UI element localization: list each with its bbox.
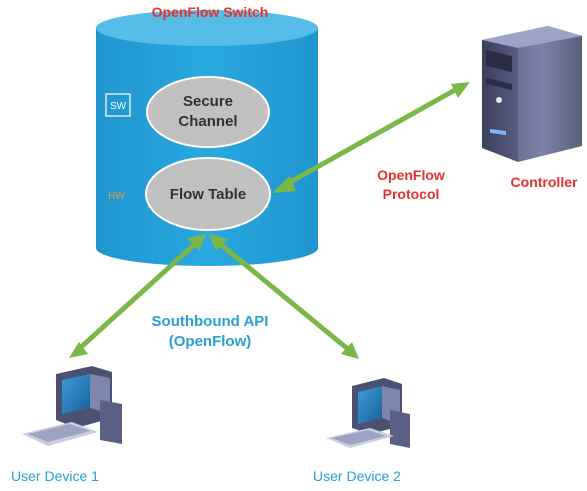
arrow-controller-flowtable: [272, 82, 470, 193]
controller-server-icon: [482, 26, 582, 162]
user-device-2-computer-icon: [326, 378, 410, 448]
switch-title: OpenFlow Switch: [152, 4, 269, 20]
user-device-1-label: User Device 1: [11, 468, 99, 484]
flow-table-label: Flow Table: [170, 186, 246, 203]
user-device-1-computer-icon: [22, 366, 122, 446]
protocol-label-line1: OpenFlow: [377, 167, 445, 183]
arrow-device2-flowtable: [209, 234, 359, 359]
sw-tag-box: [105, 93, 131, 117]
secure-channel-label-line1: Secure: [183, 93, 233, 110]
hw-tag: HW: [108, 191, 125, 202]
arrow-device1-flowtable: [69, 234, 206, 358]
secure-channel-ellipse: [146, 76, 270, 148]
sw-tag: SW: [110, 101, 127, 112]
user-device-2-label: User Device 2: [313, 468, 401, 484]
flow-table-ellipse: [145, 157, 271, 231]
controller-label: Controller: [511, 174, 578, 190]
southbound-label-line2: (OpenFlow): [169, 333, 252, 350]
southbound-label-line1: Southbound API: [152, 313, 269, 330]
protocol-label-line2: Protocol: [383, 186, 440, 202]
secure-channel-label-line2: Channel: [178, 113, 237, 130]
